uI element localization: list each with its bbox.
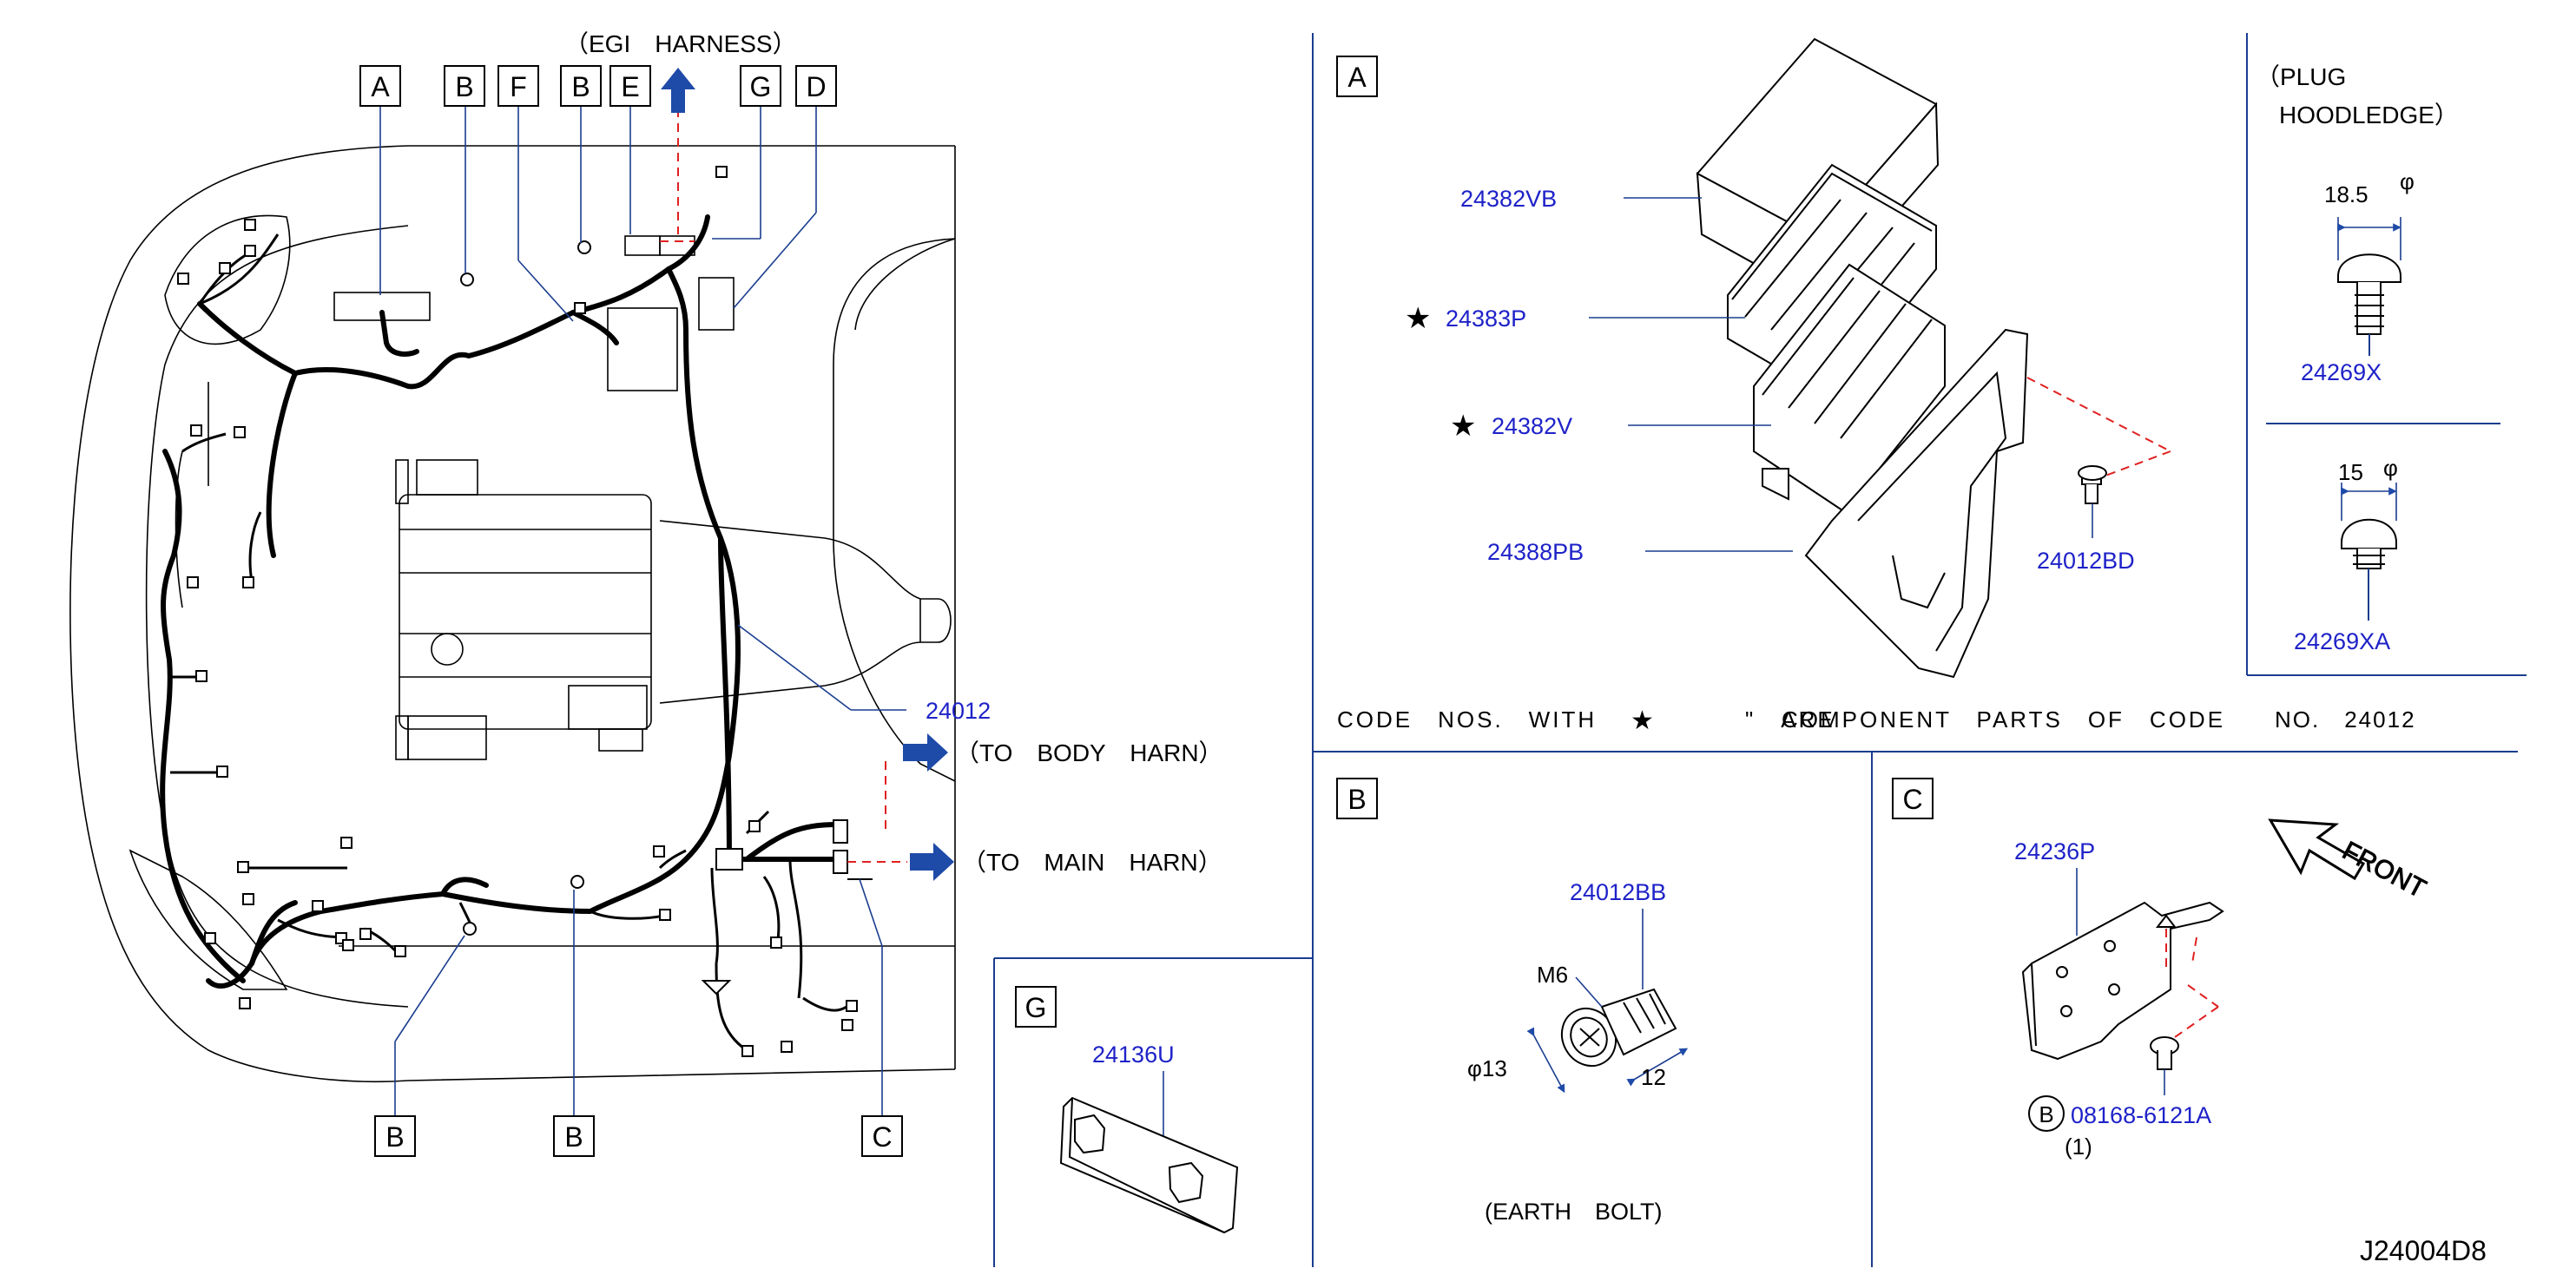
part-24383p: 24383P (1446, 306, 1526, 332)
section-g-tag: G (1015, 986, 1057, 1028)
harness-part-number: 24012 (926, 698, 991, 724)
callout-leaders (379, 102, 906, 1118)
fuse-box-drawing (1696, 37, 2107, 679)
callout-label: B (564, 1121, 583, 1153)
plug-1-dim: 18.5 (2324, 181, 2368, 207)
section-tag-label: C (1902, 784, 1922, 815)
callout-label: F (510, 71, 527, 102)
bolt-dimensions (1526, 976, 1689, 1094)
part-24136u: 24136U (1092, 1042, 1175, 1068)
earth-bolt-caption: (EARTH BOLT) (1485, 1199, 1663, 1225)
code-note-part4: NO. 24012 (2275, 706, 2416, 733)
section-dividers (993, 33, 2527, 1267)
part-24269x: 24269X (2301, 359, 2382, 385)
star-icon: ★ (1405, 302, 1431, 335)
plug-2-dimension (2341, 483, 2397, 521)
diagram-id: J24004D8 (2360, 1235, 2487, 1266)
section-c-tag: C (1892, 778, 1934, 819)
section-b-tag: B (1336, 778, 1378, 819)
dashed-leaders (660, 108, 907, 863)
plug-2-dim: 15 (2338, 459, 2363, 485)
part-24388pb: 24388PB (1487, 539, 1584, 565)
callout-label: E (621, 71, 639, 102)
to-main-arrow (910, 843, 954, 881)
section-tag-label: A (1347, 62, 1367, 93)
phi-icon: φ (2400, 168, 2415, 194)
to-body-harn-label: （TO BODY HARN） (955, 739, 1223, 766)
section-tag-label: G (1025, 992, 1047, 1023)
callout-label: B (571, 71, 590, 102)
to-main-harn-label: （TO MAIN HARN） (962, 849, 1222, 876)
circle-tag-label: B (2039, 1101, 2053, 1127)
code-note-part3: COMPONENT PARTS OF CODE (1782, 706, 2225, 733)
circle-tag (2028, 1095, 2065, 1132)
plug-1-drawing (2337, 253, 2401, 356)
bracket-dashed (2165, 929, 2219, 1038)
plug-title-line2: HOODLEDGE） (2279, 102, 2459, 128)
part-24012bb: 24012BB (1570, 879, 1666, 905)
egi-arrow (661, 68, 695, 113)
bolt-quantity: (1) (2065, 1134, 2092, 1160)
part-08168-6121a: 08168-6121A (2071, 1102, 2211, 1128)
harness-thin-wires (170, 233, 847, 1052)
plug-1-dimension (2337, 217, 2401, 260)
section-a-leaders (1589, 197, 2093, 552)
callout-label: C (872, 1121, 892, 1153)
plug-title-line1: （PLUG (2256, 63, 2346, 90)
callout-label: D (806, 71, 826, 102)
callout-label: B (455, 71, 473, 102)
harness-connectors (177, 166, 858, 1057)
earth-bolt-drawing (1560, 988, 1677, 1068)
code-note-part1: CODE NOS. WITH (1337, 706, 1597, 733)
vehicle-outline (69, 145, 956, 1082)
harness-wires (160, 214, 840, 989)
phi-icon: φ (2383, 455, 2398, 481)
section-tag-label: B (1347, 784, 1366, 815)
bolt-length: 12 (1641, 1064, 1666, 1090)
star-icon: ★ (1631, 706, 1654, 735)
callout-label: B (385, 1121, 404, 1153)
bracket-drawing (2021, 901, 2224, 1070)
part-24382v: 24382V (1492, 413, 1572, 439)
code-note-part2: " ARE (1745, 706, 1835, 733)
to-body-arrow (903, 733, 948, 772)
plug-2-drawing (2341, 518, 2397, 621)
plate-drawing (1059, 1096, 1239, 1234)
top-callout-boxes (359, 65, 837, 107)
callout-label: A (371, 71, 390, 102)
callout-label: G (750, 71, 772, 102)
egi-harness-label: （EGI HARNESS） (564, 30, 797, 57)
part-24269xa: 24269XA (2294, 628, 2390, 654)
star-icon: ★ (1450, 410, 1476, 443)
fuse-box-dashed (2026, 377, 2171, 476)
front-arrow-icon (2268, 818, 2366, 881)
part-24382vb: 24382VB (1460, 186, 1557, 212)
bottom-callout-boxes (374, 1115, 903, 1157)
bolt-thread-size: M6 (1537, 962, 1568, 988)
part-24236p: 24236P (2014, 838, 2095, 864)
section-a-tag: A (1336, 56, 1378, 97)
part-24012bd: 24012BD (2037, 548, 2135, 574)
bolt-diameter: φ13 (1467, 1055, 1507, 1081)
